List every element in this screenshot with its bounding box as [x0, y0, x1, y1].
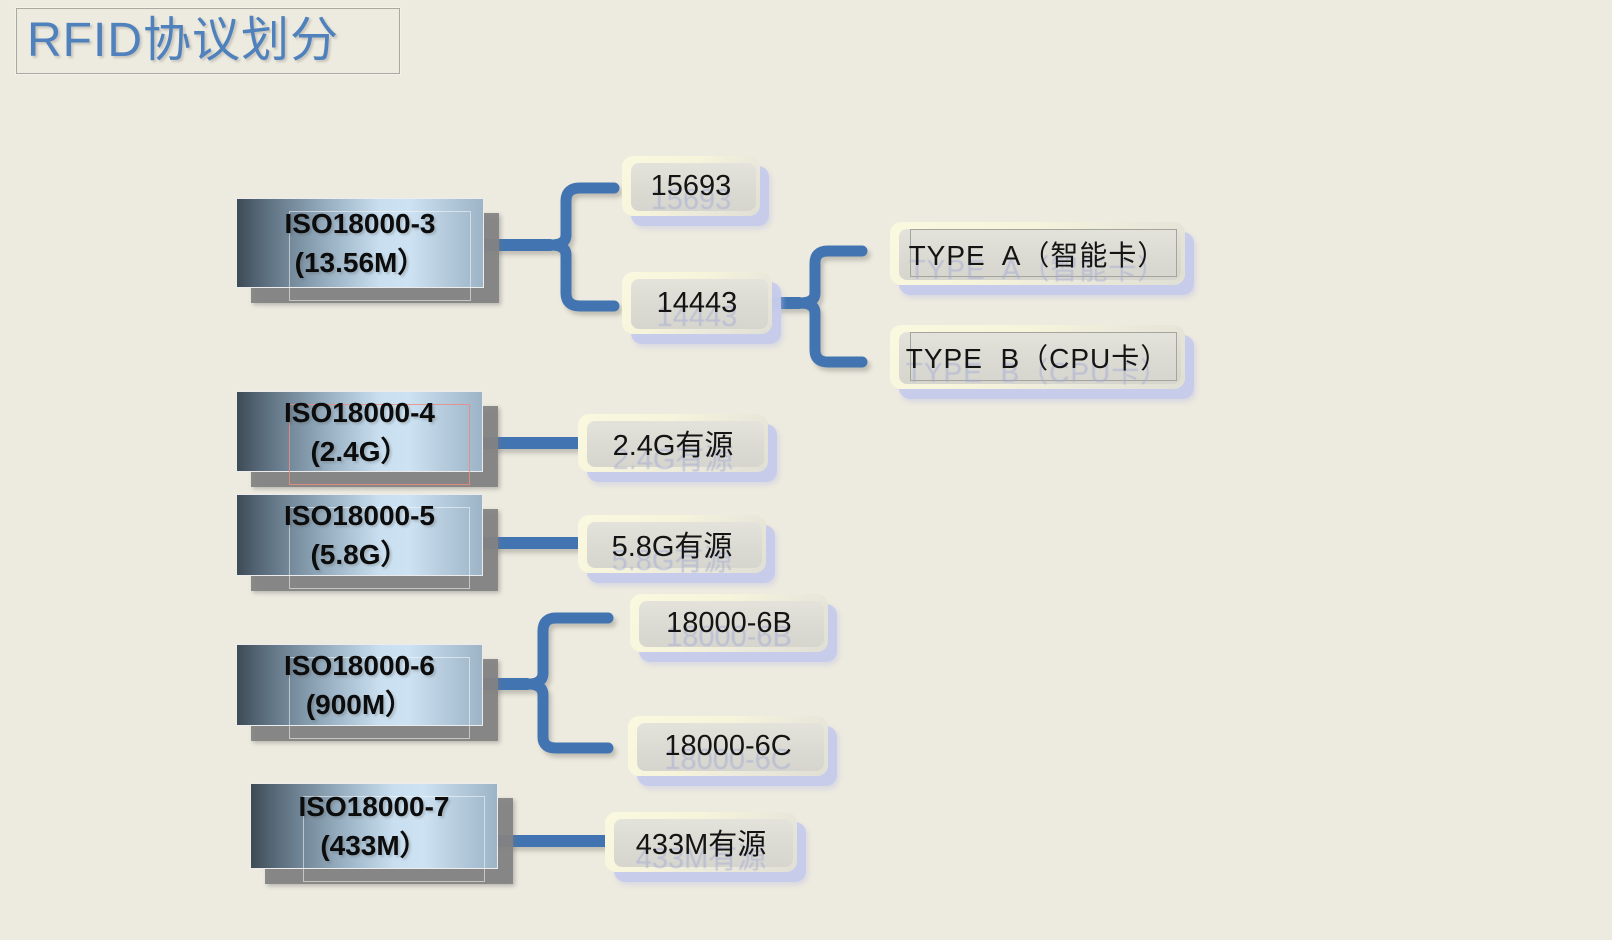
node-name: ISO18000-4 [284, 397, 435, 428]
leaf-433m-active: 433M有源 [605, 812, 797, 872]
node-iso18000-5-label: ISO18000-5 (5.8G） [284, 496, 435, 574]
node-freq: (13.56M） [295, 247, 426, 278]
brace-iso18000-3 [551, 188, 614, 306]
node-name: ISO18000-7 [299, 791, 450, 822]
node-iso18000-6-label: ISO18000-6 (900M） [284, 646, 435, 724]
node-name: ISO18000-3 [285, 208, 436, 239]
leaf-18000-6b-label: 18000-6B [630, 594, 828, 652]
leaf-5-8g-active-label: 5.8G有源 [578, 515, 766, 573]
leaf-5-8g-active: 5.8G有源 [578, 515, 766, 573]
node-freq: (2.4G） [310, 436, 408, 467]
leaf-18000-6c-label: 18000-6C [628, 716, 828, 776]
leaf-type-a-label: TYPE A（智能卡） [890, 222, 1185, 285]
leaf-433m-active-label: 433M有源 [605, 812, 797, 872]
leaf-type-a: TYPE A（智能卡） [890, 222, 1185, 285]
leaf-18000-6b: 18000-6B [630, 594, 828, 652]
node-name: ISO18000-6 [284, 650, 435, 681]
brace-14443 [800, 251, 862, 362]
node-iso18000-7: ISO18000-7 (433M） [250, 783, 498, 869]
node-iso18000-4-label: ISO18000-4 (2.4G） [284, 393, 435, 471]
leaf-type-b: TYPE B（CPU卡） [890, 325, 1185, 389]
node-freq: (5.8G） [310, 539, 408, 570]
brace-iso18000-6 [528, 618, 608, 748]
node-iso18000-5: ISO18000-5 (5.8G） [236, 494, 483, 576]
leaf-15693: 15693 [622, 156, 760, 216]
node-freq: (433M） [320, 830, 427, 861]
leaf-14443-label: 14443 [622, 272, 772, 334]
node-freq: (900M） [306, 689, 413, 720]
node-iso18000-3: ISO18000-3 (13.56M） [236, 198, 484, 288]
leaf-15693-label: 15693 [622, 156, 760, 216]
node-iso18000-4: ISO18000-4 (2.4G） [236, 391, 483, 472]
node-iso18000-7-label: ISO18000-7 (433M） [299, 787, 450, 865]
node-name: ISO18000-5 [284, 500, 435, 531]
node-iso18000-6: ISO18000-6 (900M） [236, 644, 483, 726]
leaf-18000-6c: 18000-6C [628, 716, 828, 776]
page-title-box: RFID协议划分 [16, 8, 400, 74]
leaf-14443: 14443 [622, 272, 772, 334]
leaf-2-4g-active-label: 2.4G有源 [578, 414, 768, 472]
page-title: RFID协议划分 [17, 17, 339, 65]
leaf-2-4g-active: 2.4G有源 [578, 414, 768, 472]
node-iso18000-3-label: ISO18000-3 (13.56M） [285, 204, 436, 282]
leaf-type-b-label: TYPE B（CPU卡） [890, 325, 1185, 389]
